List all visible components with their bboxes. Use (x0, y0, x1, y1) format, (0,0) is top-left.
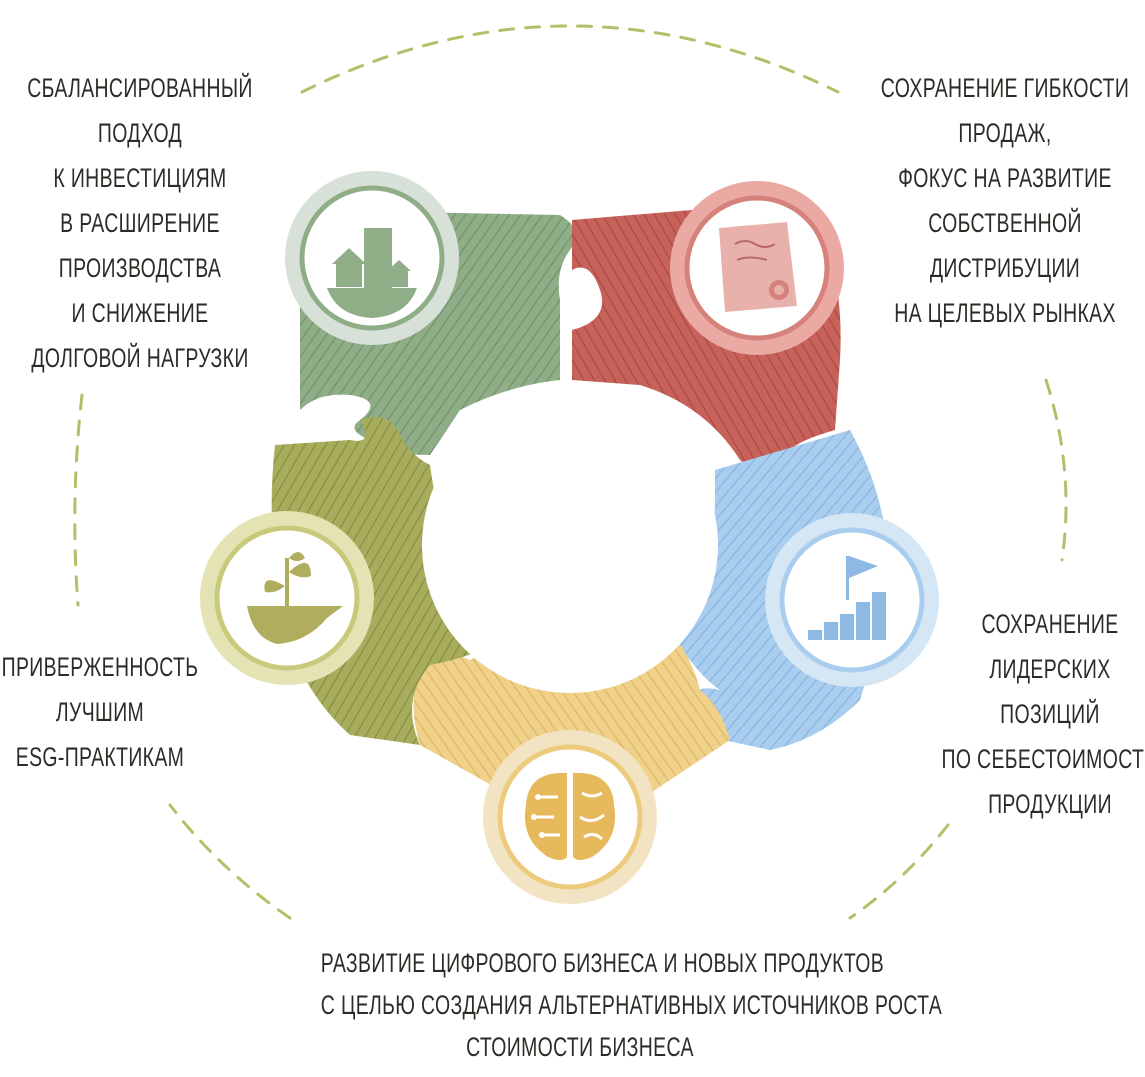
dashed-arc-left (73, 393, 84, 607)
goal-line: ЛУЧШИМ (55, 697, 145, 727)
dashed-arc-top (300, 24, 840, 94)
goal-line: И СНИЖЕНИЕ (71, 298, 209, 328)
goal-line: ФОКУС НА РАЗВИТИЕ (898, 163, 1112, 193)
goal-line: ПРОИЗВОДСТВА (58, 253, 222, 283)
goal-line: СОБСТВЕННОЙ (928, 208, 1082, 238)
goal-line: ДИСТРИБУЦИИ (929, 253, 1081, 283)
goal-line: ПОДХОД (97, 118, 183, 148)
ring-center (422, 397, 718, 693)
goal-label-cost-leadership: СОХРАНЕНИЕ ЛИДЕРСКИХ ПОЗИЦИЙ ПО СЕБЕСТОИ… (906, 602, 1145, 827)
goal-line: ПОЗИЦИЙ (1000, 699, 1100, 729)
goal-line: СОХРАНЕНИЕ (981, 609, 1119, 639)
goal-label-esg: ПРИВЕРЖЕННОСТЬ ЛУЧШИМ ESG-ПРАКТИКАМ (0, 645, 240, 780)
dashed-arc-bottom-left (168, 803, 292, 920)
goal-label-digital-business: РАЗВИТИЕ ЦИФРОВОГО БИЗНЕСА И НОВЫХ ПРОДУ… (320, 942, 943, 1068)
goal-line: РАЗВИТИЕ ЦИФРОВОГО БИЗНЕСА И НОВЫХ ПРОДУ… (320, 948, 885, 978)
goal-line: ПРОДУКЦИИ (988, 789, 1112, 819)
document-seal-icon (719, 222, 797, 312)
dashed-arc-right (1044, 378, 1068, 562)
goal-label-sales-flexibility: СОХРАНЕНИЕ ГИБКОСТИ ПРОДАЖ, ФОКУС НА РАЗ… (861, 66, 1145, 336)
badge-document (670, 181, 844, 355)
goal-line: ЛИДЕРСКИХ (989, 654, 1111, 684)
goal-line: ESG-ПРАКТИКАМ (15, 742, 185, 772)
badge-brain (483, 730, 657, 904)
goal-line: С ЦЕЛЬЮ СОЗДАНИЯ АЛЬТЕРНАТИВНЫХ ИСТОЧНИК… (320, 990, 943, 1020)
goal-line: ПРОДАЖ, (958, 118, 1052, 148)
dashed-guide-arcs (73, 24, 1068, 920)
goal-line: К ИНВЕСТИЦИЯМ (53, 163, 227, 193)
goal-line: СТОИМОСТИ БИЗНЕСА (466, 1032, 694, 1062)
city-icon (327, 228, 417, 318)
dashed-arc-bottom-right (848, 823, 950, 920)
brain-circuit-icon (524, 772, 616, 860)
goal-line: ДОЛГОВОЙ НАГРУЗКИ (31, 343, 249, 373)
goal-line: НА ЦЕЛЕВЫХ РЫНКАХ (894, 298, 1116, 328)
badge-flag (765, 513, 939, 687)
goal-label-balanced-investment: СБАЛАНСИРОВАННЫЙ ПОДХОД К ИНВЕСТИЦИЯМ В … (0, 66, 280, 381)
badge-sprout (200, 511, 374, 685)
goal-line: СОХРАНЕНИЕ ГИБКОСТИ (880, 73, 1130, 103)
goal-line: ПРИВЕРЖЕННОСТЬ (1, 652, 199, 682)
flag-stairs-icon (808, 556, 886, 640)
goal-line: СБАЛАНСИРОВАННЫЙ (27, 73, 253, 103)
sprout-icon (247, 552, 343, 644)
goal-line: В РАСШИРЕНИЕ (60, 208, 220, 238)
goal-line: ПО СЕБЕСТОИМОСТИ (941, 744, 1145, 774)
badge-city (285, 171, 459, 345)
